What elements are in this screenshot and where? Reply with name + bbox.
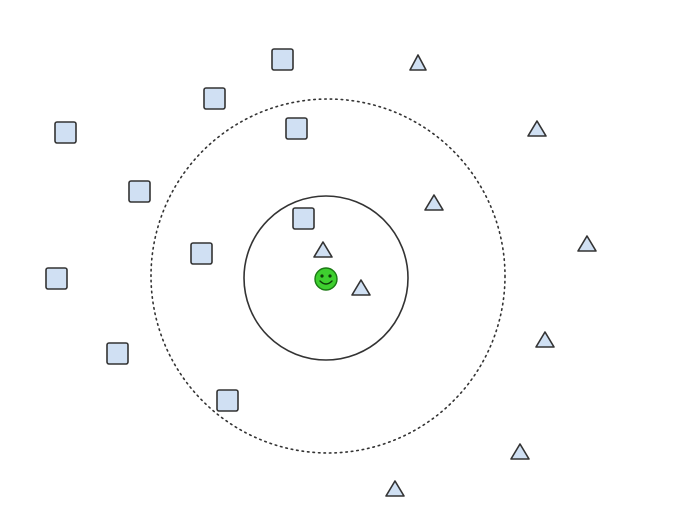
triangle-point <box>535 331 555 348</box>
square-point <box>190 242 213 265</box>
smiley-mouth <box>319 280 333 285</box>
smiley-face <box>314 267 338 291</box>
square-point <box>285 117 308 140</box>
outer-neighborhood-circle <box>150 98 506 454</box>
square-point <box>45 267 68 290</box>
square-point <box>203 87 226 110</box>
square-point <box>54 121 77 144</box>
triangle-point <box>385 480 405 497</box>
triangle-point <box>577 235 597 252</box>
square-point <box>128 180 151 203</box>
triangle-point <box>424 194 444 211</box>
class-square-points <box>45 48 315 412</box>
triangle-point <box>313 241 333 258</box>
smiley-right-eye <box>328 274 332 278</box>
triangle-point <box>527 120 547 137</box>
square-point <box>292 207 315 230</box>
smiley-face-icon <box>314 267 338 291</box>
triangle-point <box>351 279 371 296</box>
triangle-point <box>409 54 427 71</box>
square-point <box>106 342 129 365</box>
class-triangle-points <box>313 54 597 497</box>
triangle-point <box>510 443 530 460</box>
smiley-left-eye <box>320 274 324 278</box>
square-point <box>271 48 294 71</box>
square-point <box>216 389 239 412</box>
inner-neighborhood-circle <box>243 195 409 361</box>
